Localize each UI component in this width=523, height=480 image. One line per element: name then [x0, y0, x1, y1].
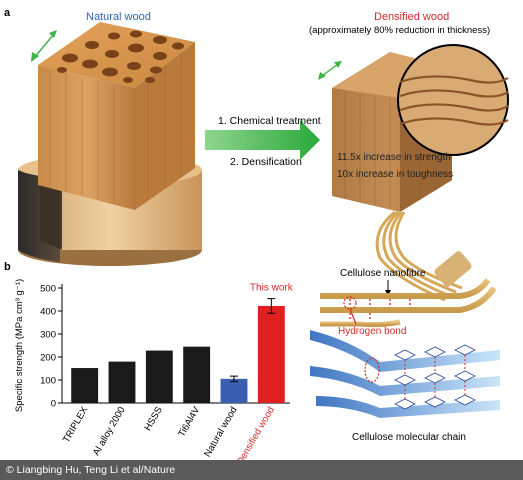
thickness-arrow-left: [31, 30, 57, 62]
error-bar: [267, 298, 276, 314]
y-tick-label: 500: [40, 284, 56, 295]
bar-natural-wood: [220, 378, 248, 403]
densified-wood-illustration: [318, 44, 509, 302]
step-chemical-treatment: 1. Chemical treatment: [218, 115, 321, 127]
natural-wood-illustration: [18, 22, 202, 266]
y-axis-label: Specific strength (MPa cm³ g⁻¹): [14, 279, 25, 412]
specific-strength-chart: Specific strength (MPa cm³ g⁻¹) This wor…: [14, 279, 294, 467]
bar-triplex: [71, 368, 99, 403]
panel-a-label: a: [4, 7, 11, 19]
error-bar: [230, 375, 238, 383]
x-tick-label: TRIPLEX: [61, 404, 91, 444]
bar-hsss: [145, 350, 173, 403]
y-tick-label: 0: [51, 399, 56, 410]
toughness-increase-text: 10x increase in toughness: [337, 169, 453, 180]
x-tick-label: Al alloy 2000: [91, 405, 128, 458]
photo-credit-text: © Liangbing Hu, Teng Li et al/Nature: [6, 464, 176, 476]
panel-b-label: b: [4, 261, 11, 273]
thickness-arrow-right: [318, 61, 342, 80]
x-tick-label: HSSS: [142, 405, 164, 433]
densified-wood-subtitle: (approximately 80% reduction in thicknes…: [309, 25, 490, 36]
y-tick-label: 200: [40, 353, 56, 364]
wood-pores: [57, 30, 184, 83]
wood-cube-front: [38, 65, 135, 210]
zoom-circle: [397, 44, 509, 156]
strength-increase-text: 11.5x increase in strength: [337, 152, 451, 163]
nanofibre-bundle: [320, 278, 497, 328]
this-work-label: This work: [250, 283, 294, 294]
photo-credit: © Liangbing Hu, Teng Li et al/Nature: [0, 460, 523, 480]
bar-ti6al4v: [183, 346, 211, 403]
y-tick-label: 100: [40, 376, 56, 387]
bar-densified-wood: [257, 305, 285, 403]
hydrogen-bond-label: Hydrogen bond: [338, 326, 406, 337]
step-densification: 2. Densification: [230, 156, 302, 168]
bar-al-alloy-2000: [108, 361, 136, 403]
x-tick-label: Densified wood: [235, 405, 277, 467]
x-tick-label: Natural wood: [202, 405, 240, 459]
y-tick-label: 300: [40, 330, 56, 341]
cellulose-chain-label: Cellulose molecular chain: [352, 432, 466, 443]
process-arrow: [205, 120, 320, 160]
x-tick-label: Ti6Al4V: [176, 404, 202, 439]
cellulose-chain: [310, 330, 500, 418]
y-tick-label: 400: [40, 307, 56, 318]
natural-wood-title: Natural wood: [86, 11, 151, 23]
densified-wood-title: Densified wood: [374, 11, 449, 23]
cellulose-nanofibre-label: Cellulose nanofibre: [340, 268, 426, 279]
